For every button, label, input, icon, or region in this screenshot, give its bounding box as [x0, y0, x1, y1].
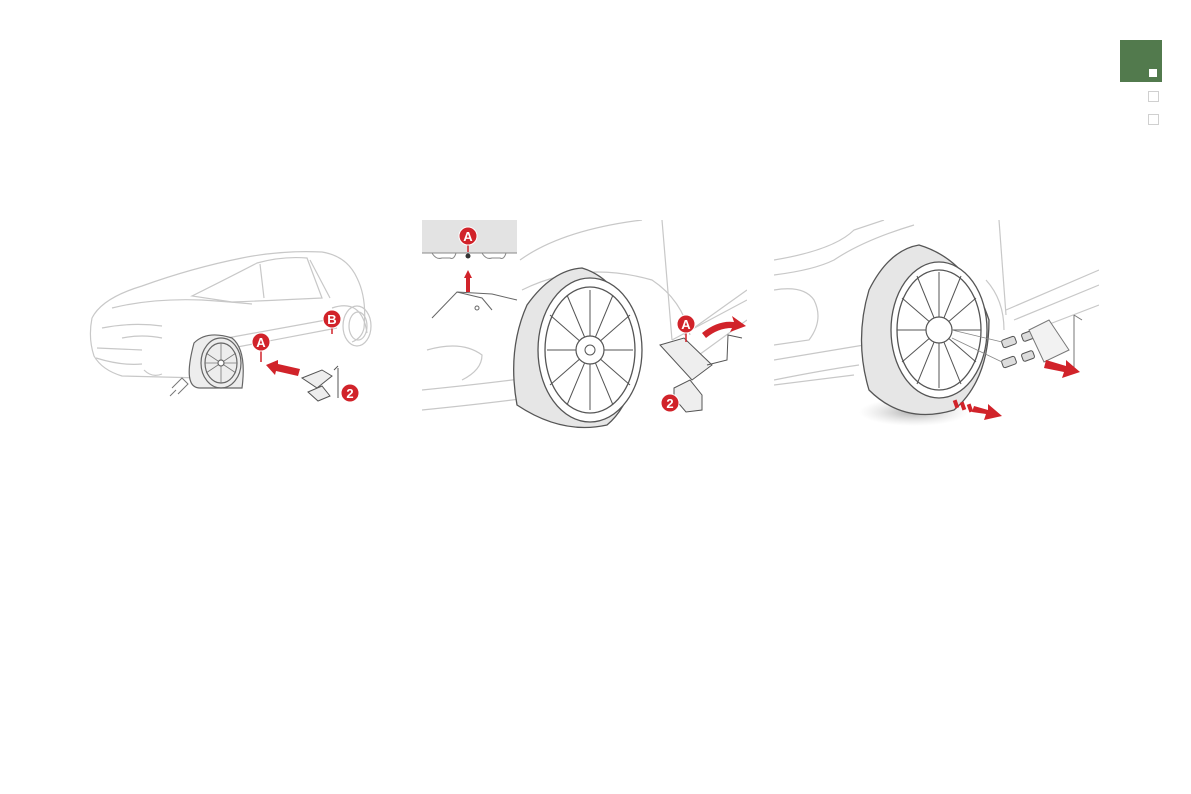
- label-2: 2: [666, 396, 673, 411]
- illustration-car-overview: A B 2: [82, 238, 382, 413]
- label-2-badge: 2: [340, 383, 360, 403]
- label-2: 2: [346, 386, 353, 401]
- label-a: A: [681, 317, 691, 332]
- illustration-wheel-removal: [774, 220, 1099, 432]
- illustration-jack-raising: A A: [422, 220, 747, 432]
- wheel-removal-drawing: [774, 220, 1099, 426]
- jack-raising-drawing: A A: [422, 220, 747, 429]
- current-page-dot: [1149, 69, 1157, 77]
- page-indicator-3[interactable]: [1148, 114, 1159, 125]
- label-b: B: [327, 312, 336, 327]
- inset-label-a: A: [463, 229, 473, 244]
- car-overview-drawing: A B 2: [89, 251, 372, 403]
- label-b-badge: B: [322, 309, 342, 334]
- label-a: A: [256, 335, 266, 350]
- label-a-badge: A: [251, 332, 271, 362]
- inset-label-a-badge: A: [458, 226, 478, 252]
- page-indicator-active[interactable]: [1120, 40, 1162, 82]
- page-indicator-2[interactable]: [1148, 91, 1159, 102]
- label-2-badge: 2: [660, 393, 680, 413]
- label-a-badge: A: [676, 314, 696, 342]
